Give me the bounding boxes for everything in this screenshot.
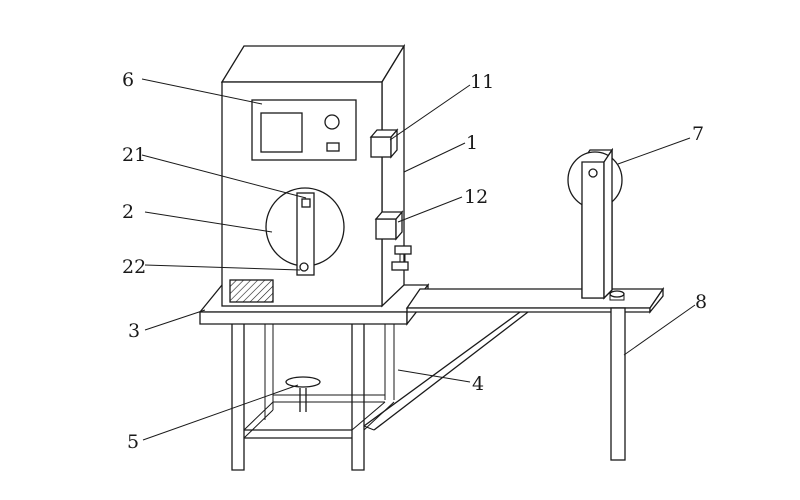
label-21: 21 <box>122 144 146 166</box>
roller-stand <box>567 147 623 300</box>
foot-pedal <box>285 376 321 412</box>
label-6: 6 <box>122 69 134 91</box>
label-12: 12 <box>464 186 488 208</box>
label-2: 2 <box>122 201 134 223</box>
label-3: 3 <box>128 320 140 342</box>
support-frame <box>231 310 529 471</box>
label-8: 8 <box>695 291 707 313</box>
lever-arm <box>296 192 315 276</box>
label-22: 22 <box>122 256 146 278</box>
support-leg <box>609 290 626 461</box>
leader-lines <box>141 78 696 441</box>
label-4: 4 <box>472 373 484 395</box>
side-brackets <box>391 245 412 271</box>
label-7: 7 <box>692 123 704 145</box>
label-5: 5 <box>127 431 139 453</box>
hatched-vent <box>229 279 274 303</box>
label-11: 11 <box>470 71 494 93</box>
control-panel <box>251 99 357 161</box>
side-box-upper <box>369 128 399 159</box>
label-1: 1 <box>466 132 478 154</box>
side-box-lower <box>374 210 404 241</box>
